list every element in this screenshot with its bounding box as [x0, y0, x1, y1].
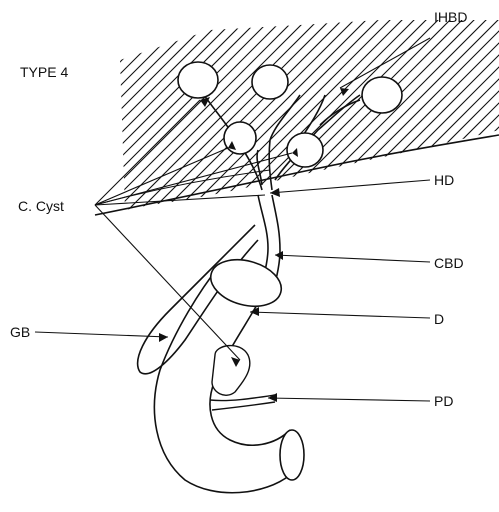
hatch-line	[0, 10, 136, 230]
liver-hatching	[0, 10, 499, 230]
hatch-line	[228, 10, 448, 230]
hatch-line	[0, 10, 40, 230]
hatch-line	[0, 10, 4, 230]
hatch-line	[0, 10, 160, 230]
hatch-line	[0, 10, 100, 230]
ampulla-cyst	[212, 346, 250, 396]
hatch-line	[0, 10, 196, 230]
hatch-line	[0, 10, 28, 230]
hatch-line	[480, 10, 499, 230]
hatch-line	[492, 10, 499, 230]
hatch-line	[312, 10, 499, 230]
hatch-line	[0, 10, 76, 230]
hatch-line	[0, 10, 124, 230]
diagram-title: TYPE 4	[20, 64, 68, 80]
hatch-line	[0, 10, 52, 230]
label-gb: GB	[10, 324, 30, 340]
hatch-line	[276, 10, 496, 230]
label-ihbd: IHBD	[434, 9, 467, 25]
hatch-line	[84, 10, 304, 230]
hatch-line	[0, 10, 16, 230]
hatch-line	[108, 10, 328, 230]
hatch-line	[12, 10, 232, 230]
hatch-line	[96, 10, 316, 230]
hatch-line	[144, 10, 364, 230]
hatch-line	[360, 10, 499, 230]
hatch-line	[156, 10, 376, 230]
hatch-line	[180, 10, 400, 230]
label-cbd: CBD	[434, 255, 464, 271]
hatch-line	[168, 10, 388, 230]
hatch-line	[432, 10, 499, 230]
label-c-cyst: C. Cyst	[18, 198, 64, 214]
label-pd: PD	[434, 393, 453, 409]
duodenum-end	[280, 430, 304, 480]
hatch-line	[0, 10, 64, 230]
hatch-line	[348, 10, 499, 230]
hatch-line	[0, 10, 112, 230]
hatch-line	[24, 10, 244, 230]
hatch-line	[252, 10, 472, 230]
hatch-line	[396, 10, 499, 230]
pancreatic-duct	[210, 395, 275, 410]
hatch-line	[0, 10, 220, 230]
hatch-line	[132, 10, 352, 230]
hatch-line	[0, 10, 88, 230]
label-hd: HD	[434, 172, 454, 188]
hatch-line	[0, 10, 184, 230]
hatch-line	[60, 10, 280, 230]
hatch-line	[444, 10, 499, 230]
label-d: D	[434, 311, 444, 327]
hatch-line	[264, 10, 484, 230]
